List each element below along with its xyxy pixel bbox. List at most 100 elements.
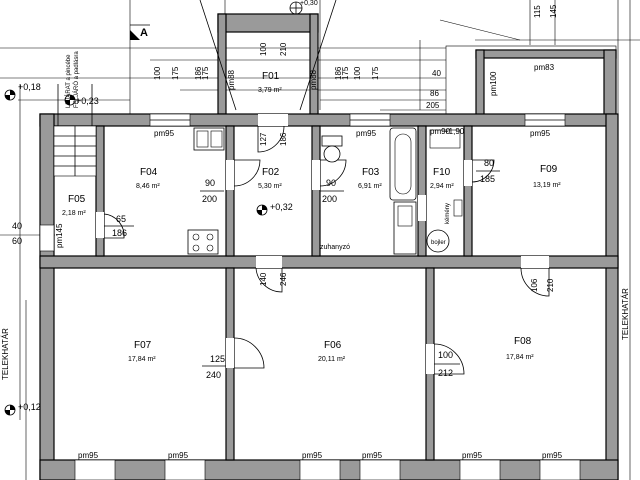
window-b3: pm95 [302,451,323,460]
room-f08-area: 17,84 m² [506,354,534,361]
room-f03-id: F03 [362,167,380,178]
window-b6: pm95 [542,451,563,460]
dim-e2: 86 [430,89,439,98]
stair [53,84,97,177]
f03-door-w: 90 [326,178,336,188]
window-terrace-side: pm100 [489,71,498,96]
outer-walls [39,113,619,480]
door-swings [103,125,550,375]
fixtures [187,127,463,255]
room-f05-area: 2,18 m² [62,210,86,217]
door-openings [96,114,549,374]
stair-note-2: FELJÁRÓ a padlásra [73,51,80,108]
level-bottom-left: +0,12 [18,402,41,412]
f05-side-h: 60 [12,236,22,246]
level-markers [4,89,268,416]
window-labels: pm95 pm95 pm95 pm83 pm95 pm95 pm95 pm95 … [55,63,563,460]
f08-door-w: 100 [438,350,453,360]
room-f02-area: 5,30 m² [258,183,282,190]
f09-door-w: 106 [530,278,539,292]
dim-e3: 205 [426,101,440,110]
window-terrace: pm83 [534,63,555,72]
level-f10: +1,90 [444,127,465,136]
room-f06-area: 20,11 m² [318,356,346,363]
f01-door-w: 100 [259,42,268,56]
level-top-center: +0,30 [300,0,318,7]
dim-b2: 175 [201,66,210,80]
dim-e1: 40 [432,69,441,78]
dim-c1: 186 [334,66,343,80]
top-dimension-labels: 100 175 186 175 186 175 100 175 40 86 20… [153,4,558,110]
dim-a2: 175 [171,66,180,80]
section-marker: A [130,24,150,40]
window-b1: pm95 [78,451,99,460]
boiler-label: bojler [431,240,446,246]
f08-door-h: 212 [438,368,453,378]
f07-door-h: 240 [206,370,221,380]
f09-door-h: 210 [546,278,555,292]
shower-label: zuhanyzó [320,244,350,251]
chimney-label: kémény [445,203,451,224]
f04-door-h: 200 [202,194,217,204]
room-f01-id: F01 [262,71,280,82]
f07-door-w: 125 [210,354,225,364]
f01-tower [199,0,337,115]
room-f07-area: 17,84 m² [128,356,156,363]
room-f04-area: 8,46 m² [136,183,160,190]
dim-c2: 175 [341,66,350,80]
window-b2: pm95 [168,451,189,460]
f05-door-w: 65 [116,214,126,224]
f10-door-h: 185 [480,174,495,184]
window-f04: pm95 [154,129,175,138]
level-entry: +0,23 [76,96,99,106]
dim-f2: 145 [549,4,558,18]
window-f10: pm90 [430,127,451,136]
f06-door-h: 246 [279,272,288,286]
f10-door-w: 80 [484,158,494,168]
room-f03-area: 6,91 m² [358,183,382,190]
room-f09-area: 13,19 m² [533,182,561,189]
room-f10-area: 2,94 m² [430,183,454,190]
room-f06-id: F06 [324,340,342,351]
room-labels: F01 3,79 m² F02 5,30 m² F03 6,91 m² F04 … [62,71,561,363]
f01-door-h: 210 [279,42,288,56]
level-f02: +0,32 [270,202,293,212]
vertical-door-labels: 100 210 127 186 140 246 106 210 [259,42,555,292]
level-texts: +0,18 +0,23 +0,32 +0,12 +0,30 +1,90 [18,0,465,412]
window-b5: pm95 [462,451,483,460]
f04-door-w: 90 [205,178,215,188]
windows [39,113,581,480]
window-f09: pm95 [530,129,551,138]
room-f02-id: F02 [262,167,280,178]
f05-door-h: 186 [112,228,127,238]
dim-d1: 100 [353,66,362,80]
room-f07-id: F07 [134,340,152,351]
window-f01-right: pm88 [309,69,318,90]
f05-side-w: 40 [12,221,22,231]
room-f05-id: F05 [68,194,86,205]
room-f10-id: F10 [433,167,451,178]
boundary-label-left: TELEKHATÁR [1,328,10,380]
room-f08-id: F08 [514,336,532,347]
boundary-label-right: TELEKHATÁR [621,288,630,340]
window-f05: pm145 [55,223,64,248]
f02-door-w: 127 [259,132,268,146]
f03-door-h: 200 [322,194,337,204]
room-f04-id: F04 [140,167,158,178]
misc-labels: zuhanyzó bojler kémény TELEKHATÁR TELEKH… [1,51,630,380]
window-f01-left: pm88 [227,69,236,90]
interior-walls [39,125,619,461]
window-b4: pm95 [362,451,383,460]
f06-door-w: 140 [259,272,268,286]
f02-door-h: 186 [279,132,288,146]
door-size-labels: 90 200 90 200 65 186 80 185 125 240 100 … [12,158,500,380]
window-f03: pm95 [356,129,377,138]
room-f09-id: F09 [540,164,558,175]
dim-a1: 100 [153,66,162,80]
stair-note-1: LEJÁRAT a pincébe [65,54,72,108]
dim-f1: 115 [533,5,542,18]
level-top-left: +0,18 [18,82,41,92]
section-letter: A [140,27,148,39]
